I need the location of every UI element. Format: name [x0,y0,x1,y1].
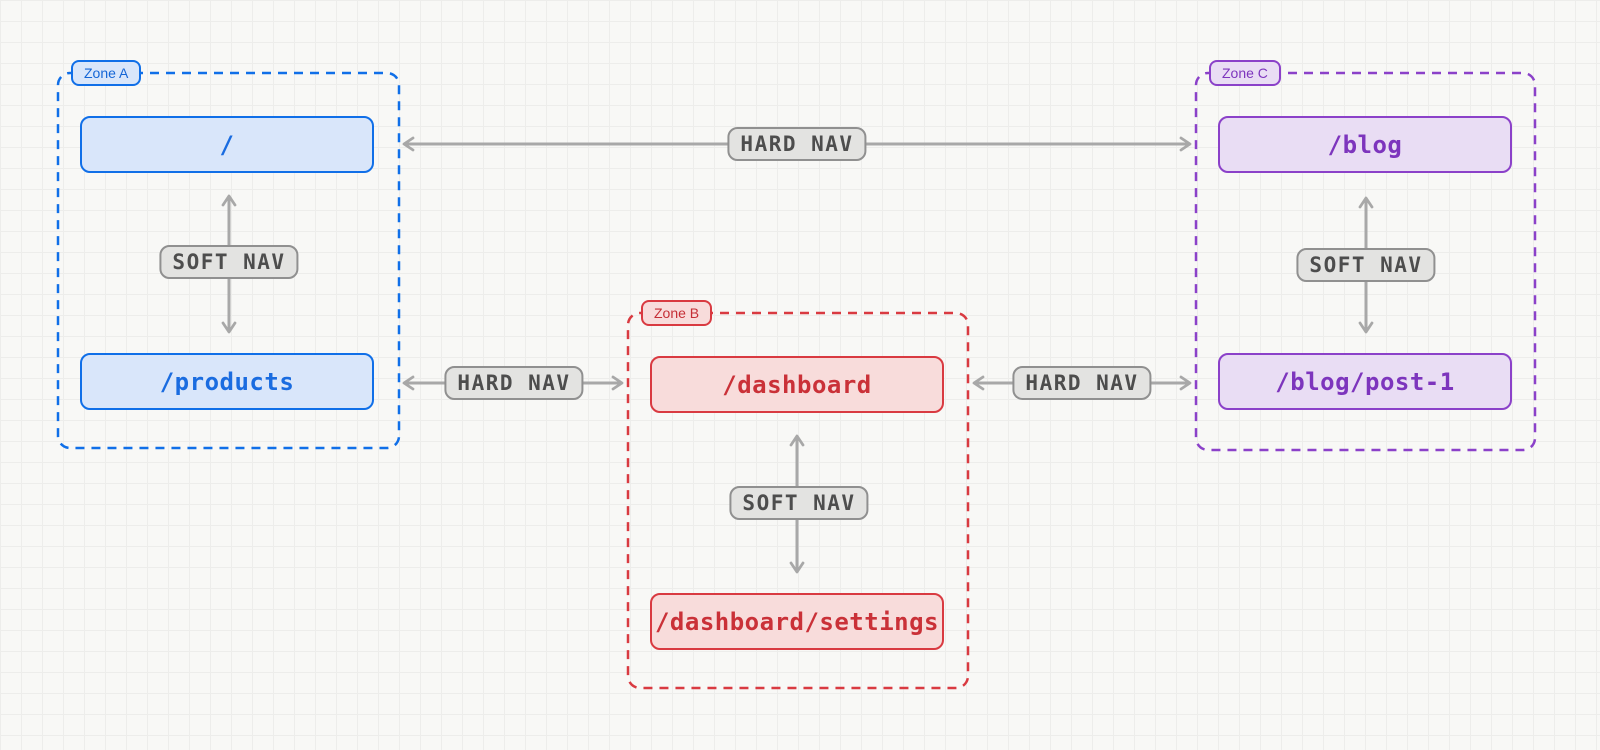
edge-label-soft-nav-zone-b: SOFT NAV [729,486,869,520]
route-node-blog-post-1: /blog/post-1 [1218,353,1512,410]
zone-a: Zone A / /products [58,60,399,448]
zone-c: Zone C /blog /blog/post-1 [1196,60,1535,450]
zone-b-badge: Zone B [641,300,713,326]
edge-label-soft-nav-zone-a: SOFT NAV [159,245,299,279]
route-node-root: / [80,116,374,173]
edge-label-hard-nav-left: HARD NAV [444,366,584,400]
edge-label-hard-nav-top: HARD NAV [727,127,867,161]
route-node-products: /products [80,353,374,410]
zone-a-badge: Zone A [71,60,142,86]
edge-label-hard-nav-right: HARD NAV [1012,366,1152,400]
zone-b: Zone B /dashboard /dashboard/settings [628,300,968,688]
route-node-dashboard: /dashboard [650,356,944,413]
zone-a-boundary [56,71,401,450]
route-node-dashboard-settings: /dashboard/settings [650,593,944,650]
route-node-blog: /blog [1218,116,1512,173]
zone-c-badge: Zone C [1209,60,1281,86]
edge-label-soft-nav-zone-c: SOFT NAV [1296,248,1436,282]
